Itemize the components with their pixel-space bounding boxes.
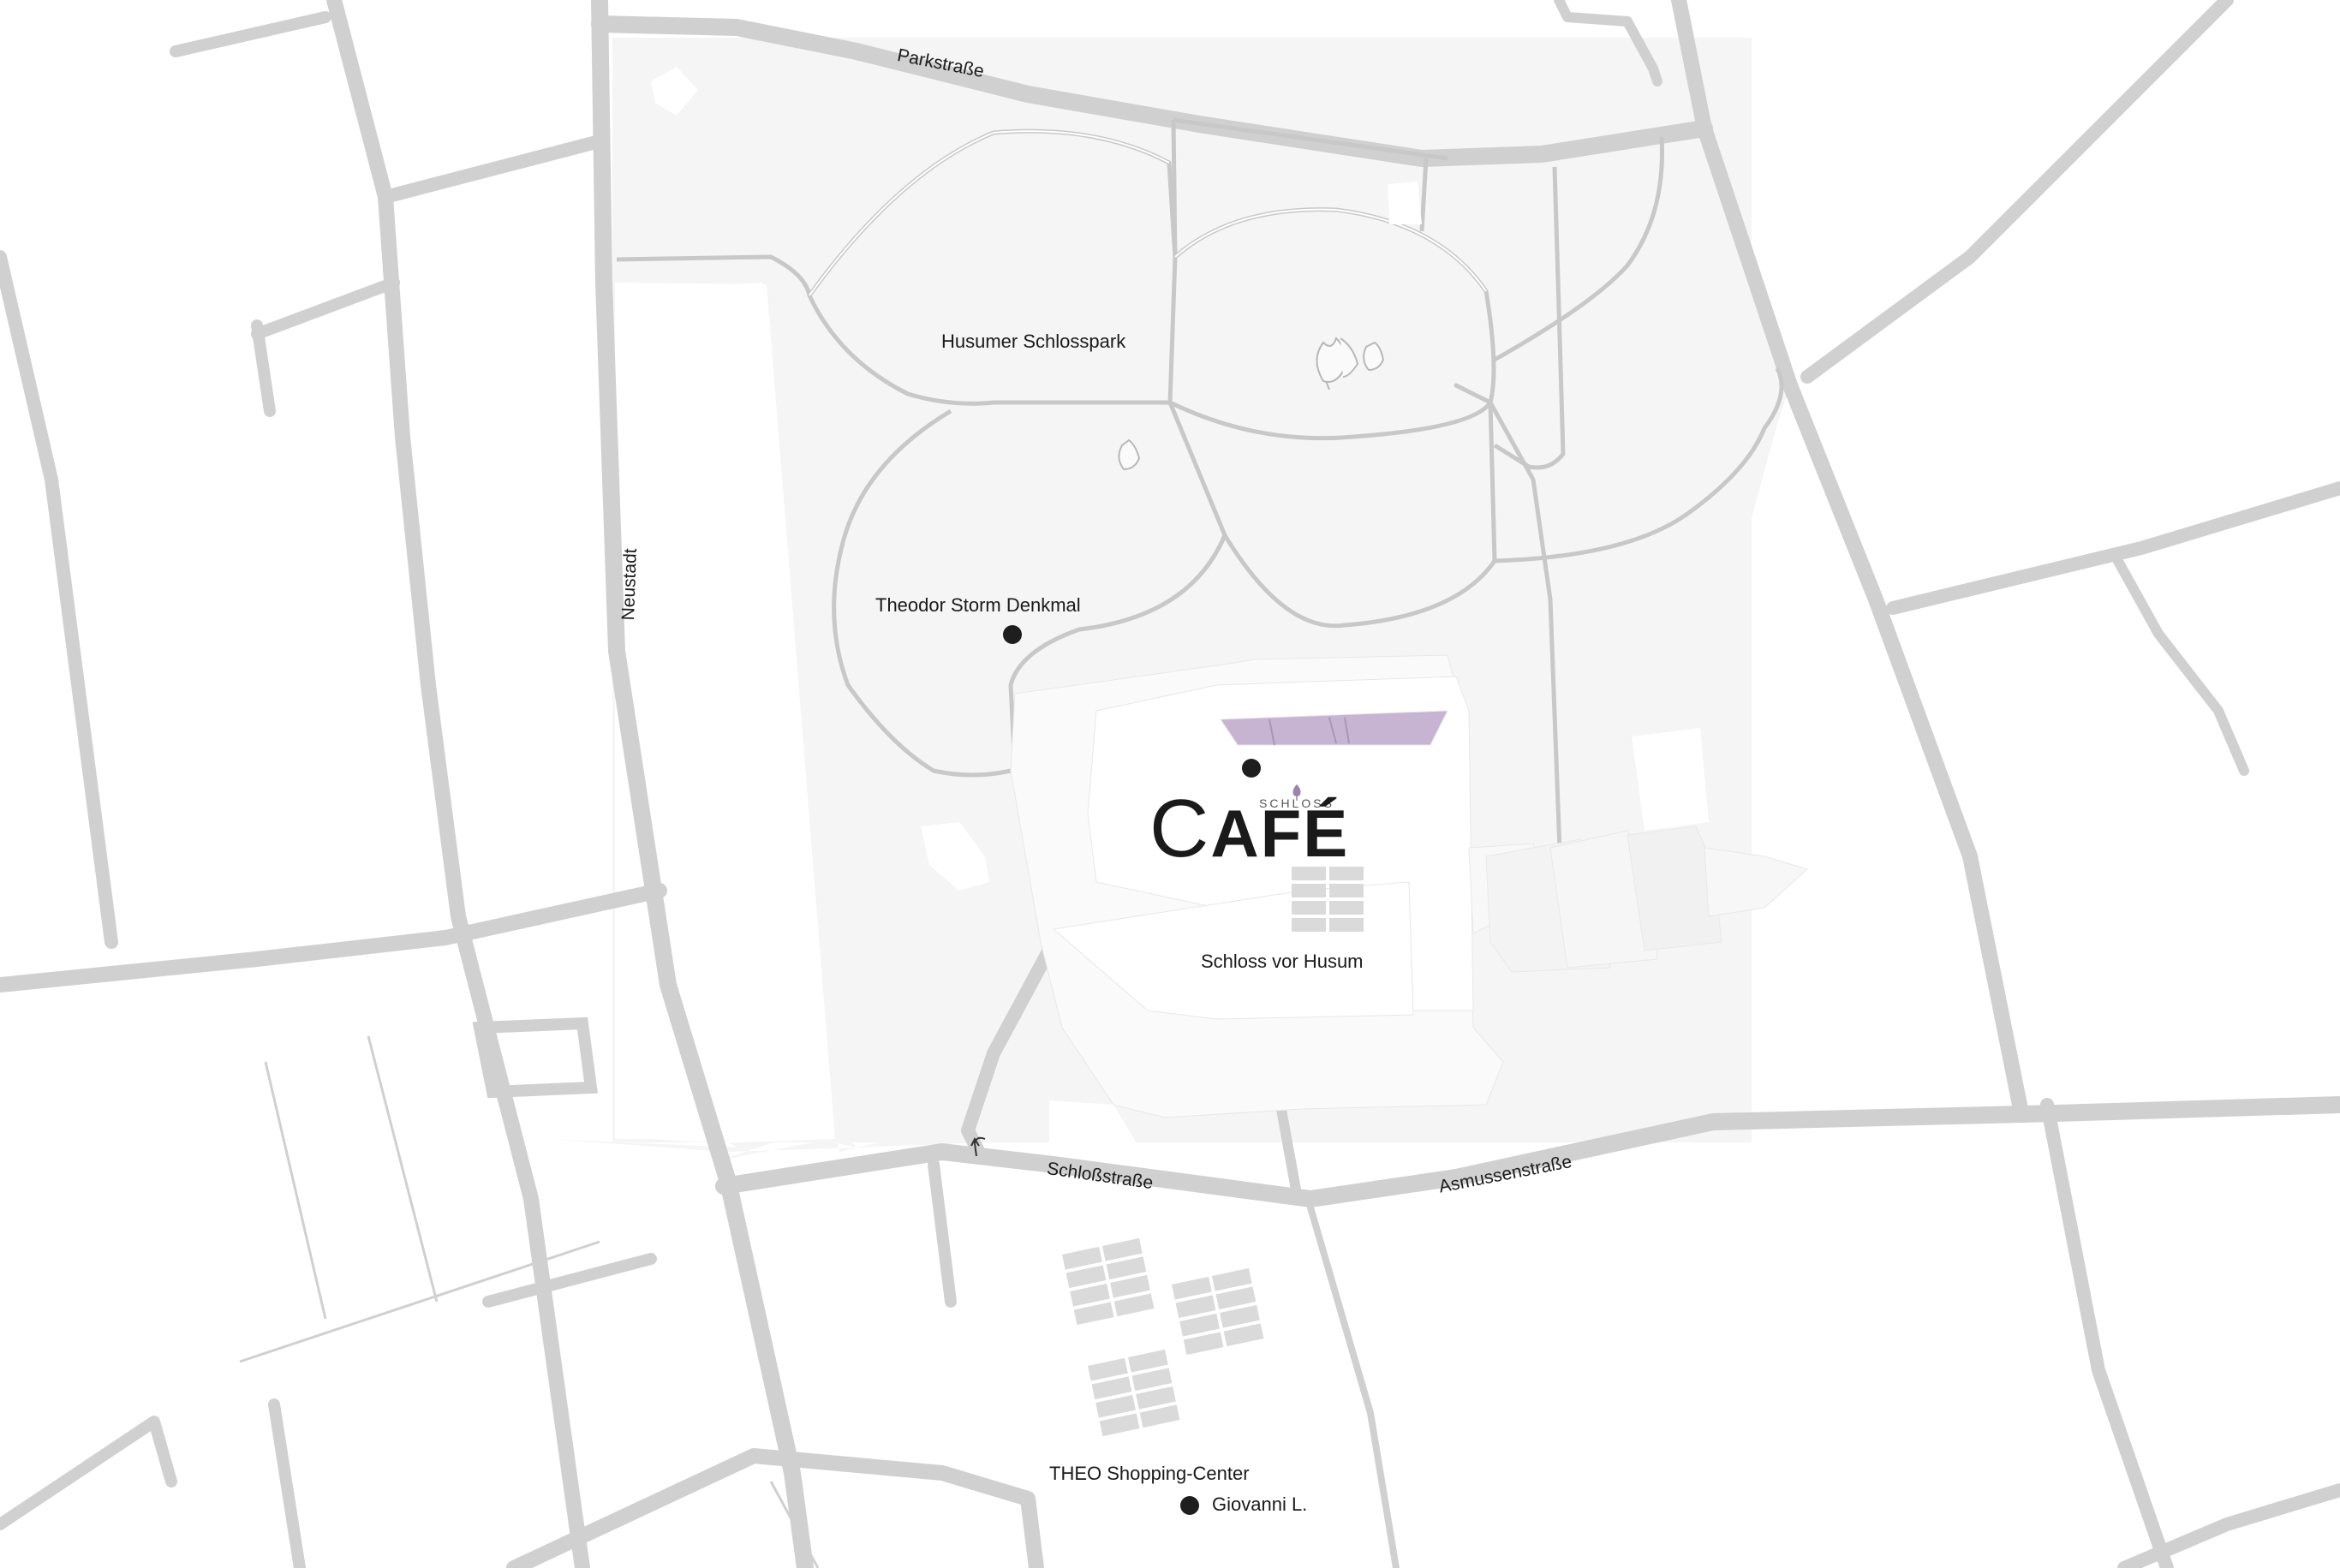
poi-label-storm-denkmal: Theodor Storm Denkmal xyxy=(875,594,1081,616)
road-parkstrasse xyxy=(591,15,1713,167)
road-east-1 xyxy=(1886,481,2340,615)
park-east xyxy=(1619,128,1790,1118)
road-west-1 xyxy=(0,883,667,993)
road-ne-diagonal xyxy=(1800,0,2234,384)
road-west-3 xyxy=(0,250,118,949)
cafe-logo-word: CAFÉ xyxy=(1149,788,1349,870)
minor-lines xyxy=(239,1017,820,1568)
park-west-inner xyxy=(767,283,844,1139)
road-se xyxy=(2117,1483,2340,1568)
turn-arrow-icon xyxy=(970,1136,986,1157)
crocus-flower-icon xyxy=(1316,337,1359,391)
poi-dot-schloss-cafe[interactable] xyxy=(1242,759,1261,778)
road-top-right xyxy=(1554,0,1662,86)
poi-dot-storm-denkmal[interactable] xyxy=(1003,625,1022,644)
crocus-flower-icon-3 xyxy=(1118,438,1141,471)
road-s-3 xyxy=(1307,1204,1400,1568)
road-s-1 xyxy=(506,1448,1044,1568)
road-s-2 xyxy=(928,1159,957,1308)
road-sw-3 xyxy=(268,1398,306,1568)
castle-spire xyxy=(1704,847,1808,917)
road-west-4 xyxy=(379,134,606,204)
road-castle-south xyxy=(1275,1100,1303,1204)
crocus-flower-icon-2 xyxy=(1363,341,1385,372)
road-sw-1 xyxy=(482,1253,657,1308)
road-west-2 xyxy=(326,0,590,1568)
crocus-logo-icon xyxy=(1292,784,1301,801)
cafe-logo-rest: AFÉ xyxy=(1210,796,1350,871)
castle-roof xyxy=(1220,710,1448,746)
cafe-logo-first-letter: C xyxy=(1149,783,1211,874)
cafe-logo-small-text: SCHLOSS xyxy=(1259,796,1334,810)
castle xyxy=(1010,654,1808,1118)
road-east-diagonal xyxy=(1671,0,2029,1121)
road-east-3 xyxy=(2110,551,2249,776)
road-east-2 xyxy=(2040,1098,2174,1568)
schloss-cafe-logo[interactable]: SCHLOSS CAFÉ xyxy=(1149,784,1347,879)
poi-label-theo: THEO Shopping-Center xyxy=(1049,1463,1250,1484)
road-west-5 xyxy=(170,11,331,57)
poi-label-schlosspark: Husumer Schlosspark xyxy=(941,331,1126,352)
poi-dot-giovanni[interactable] xyxy=(1180,1496,1199,1515)
roof-lines xyxy=(1268,717,1350,746)
road-west-6 xyxy=(251,277,400,417)
road-sw-2 xyxy=(0,1416,177,1530)
park-buildings xyxy=(651,67,1709,1152)
street-label-neustadt: Neustadt xyxy=(618,547,641,621)
road-asmussen xyxy=(1302,1096,2340,1207)
poi-label-giovanni: Giovanni L. xyxy=(1212,1493,1308,1515)
poi-label-schloss: Schloss vor Husum xyxy=(1201,951,1364,972)
west-strip-gray xyxy=(617,283,831,1132)
road-schlossstrasse xyxy=(715,1143,1319,1207)
path-highlight xyxy=(809,130,1487,296)
parking xyxy=(1062,867,1364,1437)
road-neustadt xyxy=(591,0,814,1568)
